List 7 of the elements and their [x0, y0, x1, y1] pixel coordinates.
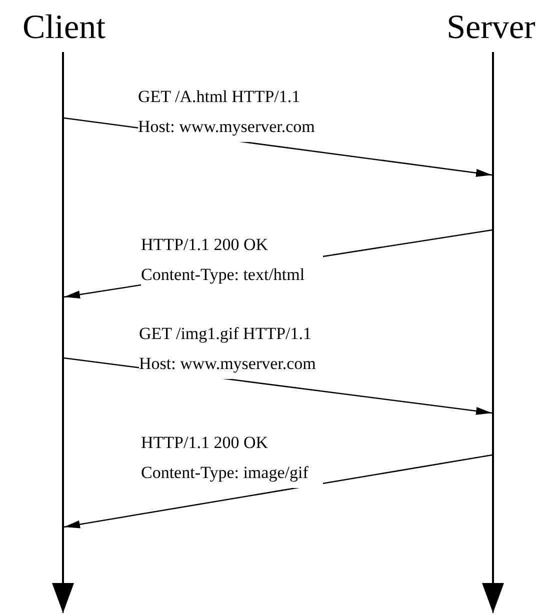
lifeline-arrow	[52, 583, 74, 613]
message-arrow	[64, 454, 492, 528]
lifeline-arrow	[482, 583, 504, 613]
lifeline	[492, 52, 494, 585]
participant-label: Server	[436, 10, 546, 46]
lifeline	[62, 52, 64, 585]
participant-label: Client	[8, 10, 120, 46]
